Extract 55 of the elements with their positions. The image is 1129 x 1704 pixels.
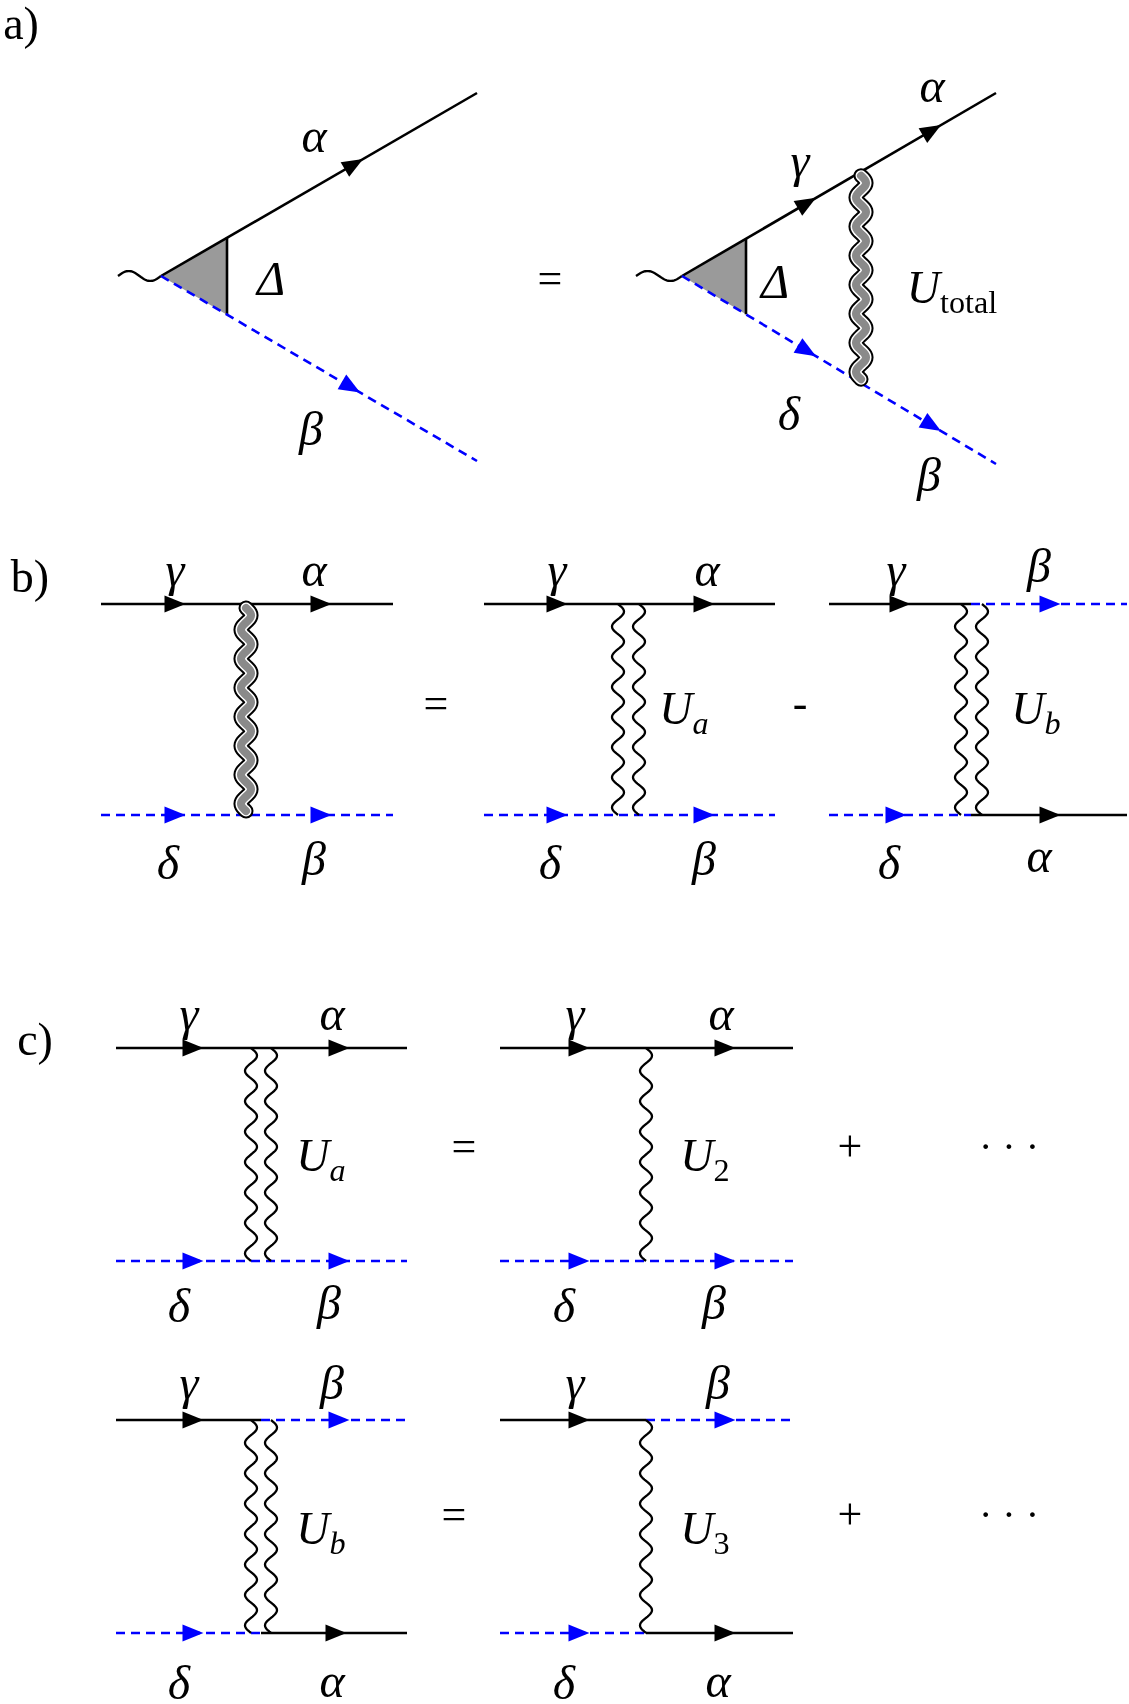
equals-sign: = xyxy=(537,257,563,301)
line-label: α xyxy=(319,1657,345,1704)
interaction-label: U$_{b}$ xyxy=(1011,686,1061,732)
line-label: δ xyxy=(552,1282,576,1330)
line-label: β xyxy=(299,405,323,453)
panel-label: b) xyxy=(10,554,50,600)
line-label: δ xyxy=(552,1659,576,1704)
line-label: α xyxy=(705,1657,731,1704)
line-label: β xyxy=(917,451,941,499)
line-label: β xyxy=(1027,542,1051,590)
vertex-label: Δ xyxy=(256,255,286,303)
line-label: γ xyxy=(790,137,810,185)
interaction-label: U$_{3}$ xyxy=(680,1506,730,1552)
line-label: α xyxy=(708,990,734,1038)
line-label: δ xyxy=(538,839,562,887)
plus-sign: + xyxy=(837,1125,863,1169)
line-label: β xyxy=(702,1279,726,1327)
panel-label: a) xyxy=(3,1,39,47)
interaction-label: U$_{b}$ xyxy=(296,1506,346,1552)
line-label: β xyxy=(706,1359,730,1407)
line-label: δ xyxy=(777,390,801,438)
interaction-label: U$_{a}$ xyxy=(296,1133,346,1179)
equals-sign: = xyxy=(423,682,449,726)
line-label: α xyxy=(301,112,327,160)
interaction-label: U$_{a}$ xyxy=(659,686,709,732)
line-label: α xyxy=(319,990,345,1038)
line-label: γ xyxy=(165,546,185,594)
line-label: α xyxy=(1026,832,1052,880)
line-label: α xyxy=(919,62,945,110)
equals-sign: = xyxy=(441,1493,467,1537)
line-label: β xyxy=(302,835,326,883)
line-label: δ xyxy=(156,839,180,887)
interaction-label: U$_{2}$ xyxy=(680,1133,730,1179)
line-label: γ xyxy=(565,1359,585,1407)
interaction-label: U$_{total}$ xyxy=(906,265,998,311)
vertex-label: Δ xyxy=(760,258,790,306)
plus-sign: + xyxy=(837,1493,863,1537)
line-label: γ xyxy=(547,546,567,594)
line-label: δ xyxy=(167,1282,191,1330)
equals-sign: = xyxy=(451,1125,477,1169)
line-label: β xyxy=(692,835,716,883)
ellipsis: · · · xyxy=(979,1495,1039,1535)
panel-label: c) xyxy=(17,1017,53,1063)
line-label: δ xyxy=(167,1659,191,1704)
ellipsis: · · · xyxy=(979,1127,1039,1167)
line-label: β xyxy=(320,1359,344,1407)
line-label: β xyxy=(317,1279,341,1327)
line-label: γ xyxy=(886,546,906,594)
line-label: α xyxy=(301,546,327,594)
line-label: α xyxy=(694,546,720,594)
line-label: γ xyxy=(179,1359,199,1407)
line-label: δ xyxy=(877,839,901,887)
minus-sign: - xyxy=(792,682,808,726)
line-label: γ xyxy=(565,990,585,1038)
line-label: γ xyxy=(179,990,199,1038)
